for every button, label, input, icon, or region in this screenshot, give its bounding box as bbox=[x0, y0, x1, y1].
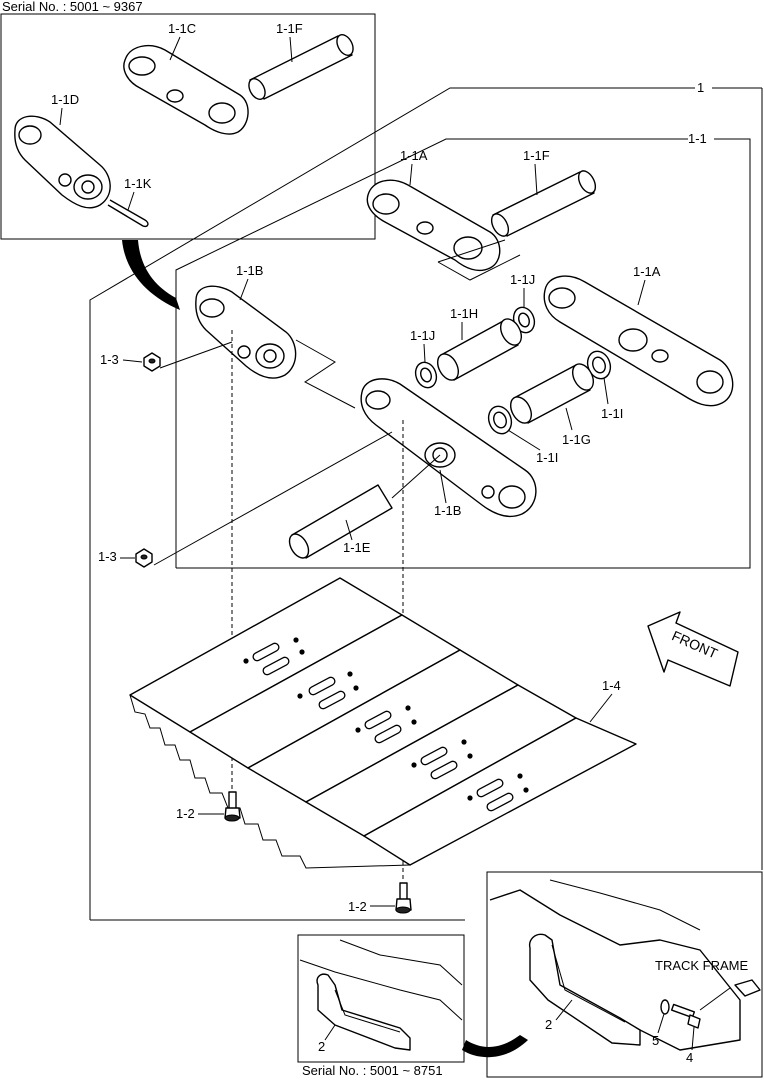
inset-box-right bbox=[486, 871, 763, 1078]
label-1-1: 1-1 bbox=[688, 131, 707, 146]
seal-1-1j-left bbox=[414, 361, 438, 389]
link-1-1c bbox=[123, 44, 249, 135]
label-1-2-bottom: 1-2 bbox=[348, 899, 367, 914]
washer-5 bbox=[660, 999, 670, 1015]
arrow-inset-top bbox=[122, 240, 180, 310]
label-1-1j-a: 1-1J bbox=[510, 272, 535, 287]
pin-1-1e bbox=[288, 484, 393, 559]
label-1-1b-top: 1-1B bbox=[236, 263, 263, 278]
pin-1-1f-top bbox=[248, 34, 354, 100]
label-1-1i-mid: 1-1I bbox=[536, 450, 558, 465]
label-2-right: 2 bbox=[545, 1017, 552, 1032]
link-1-1b-bottom bbox=[360, 378, 537, 518]
label-4: 4 bbox=[686, 1050, 693, 1065]
bushing-1-1g bbox=[509, 363, 595, 424]
label-1-1k: 1-1K bbox=[124, 176, 152, 191]
track-frame-icon bbox=[734, 979, 761, 997]
bolt-4 bbox=[670, 1003, 701, 1029]
label-1-1a-top: 1-1A bbox=[400, 148, 428, 163]
link-1-1d bbox=[14, 115, 111, 209]
label-1-1b-bottom: 1-1B bbox=[434, 503, 461, 518]
label-1-3-bottom: 1-3 bbox=[98, 549, 117, 564]
label-2-left: 2 bbox=[318, 1039, 325, 1054]
label-1: 1 bbox=[697, 80, 704, 95]
track-shoes-1-4 bbox=[129, 577, 637, 869]
label-1-2-top: 1-2 bbox=[176, 806, 195, 821]
label-1-1f-top: 1-1F bbox=[276, 21, 303, 36]
serial-number-bottom: Serial No. : 5001 ~ 8751 bbox=[302, 1063, 443, 1078]
inset-box-left bbox=[297, 934, 465, 1063]
track-frame-label: TRACK FRAME bbox=[655, 958, 749, 973]
label-1-1c: 1-1C bbox=[168, 21, 196, 36]
frame-1-outer bbox=[89, 87, 690, 920]
nut-1-3-bottom bbox=[135, 548, 153, 568]
link-1-1b-top bbox=[195, 285, 297, 379]
label-1-1a-right: 1-1A bbox=[633, 264, 661, 279]
link-1-1a-top bbox=[366, 179, 501, 272]
pin-1-1f bbox=[490, 170, 597, 237]
cotter-pin-1-1k bbox=[107, 199, 149, 228]
nut-1-3-top bbox=[143, 352, 161, 372]
label-1-1e: 1-1E bbox=[343, 540, 371, 555]
label-1-1f: 1-1F bbox=[523, 148, 550, 163]
seal-1-1i-mid bbox=[487, 405, 513, 435]
inset-box-top bbox=[0, 13, 376, 240]
label-1-1h: 1-1H bbox=[450, 306, 478, 321]
bushing-1-1h bbox=[436, 318, 523, 381]
label-5: 5 bbox=[652, 1033, 659, 1048]
label-1-1i-right: 1-1I bbox=[601, 406, 623, 421]
frame-1-1-inner bbox=[175, 138, 688, 568]
serial-number-top: Serial No. : 5001 ~ 9367 bbox=[2, 0, 143, 14]
arrow-inset-bottom bbox=[462, 1035, 528, 1058]
link-1-1a-right bbox=[543, 275, 734, 407]
label-1-3-top: 1-3 bbox=[100, 352, 119, 367]
front-direction-arrow: FRONT bbox=[647, 611, 739, 687]
label-1-1d: 1-1D bbox=[51, 92, 79, 107]
seal-1-1i-right bbox=[586, 350, 612, 380]
bolt-1-2-top bbox=[224, 791, 241, 822]
label-1-1g: 1-1G bbox=[562, 432, 591, 447]
label-1-4: 1-4 bbox=[602, 678, 621, 693]
label-1-1j-b: 1-1J bbox=[410, 328, 435, 343]
bolt-1-2-bottom bbox=[395, 882, 412, 914]
step-2-left bbox=[299, 939, 463, 1051]
